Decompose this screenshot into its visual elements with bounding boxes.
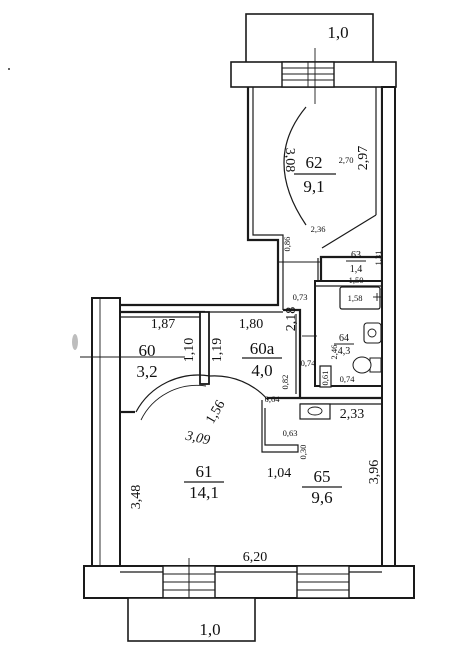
dim-3-08: 3,08: [282, 148, 297, 173]
balcony-bottom-label: 1,0: [199, 620, 220, 639]
dim-3-96: 3,96: [367, 460, 382, 485]
room-area: 1,4: [350, 264, 363, 275]
dim-0-64: 0,64: [265, 394, 281, 404]
wall-60a-right: [267, 308, 302, 400]
wall-63: [319, 255, 382, 281]
door-leaf-63: [321, 214, 377, 249]
dim-0-63: 0,63: [283, 428, 298, 438]
top-window: [281, 61, 335, 88]
room-number: 65: [314, 467, 331, 486]
box-061: [319, 365, 332, 388]
dim-1-56: 1,56: [203, 398, 228, 427]
wall-62-left: [120, 87, 280, 307]
arch-61-inner: [140, 384, 207, 421]
room-area: 9,1: [303, 177, 324, 196]
room-area: 3,2: [136, 362, 157, 381]
partition-60-60a: [199, 311, 210, 385]
dim-1-80: 1,80: [239, 317, 264, 332]
wall-61-65-stub: [261, 400, 299, 453]
dim-1-10: 1,10: [182, 338, 197, 363]
kitchen-sink: [299, 403, 331, 420]
dim-6-20: 6,20: [243, 550, 268, 565]
dim-2-46: 2,46: [329, 345, 339, 360]
room-60: 60 3,2: [136, 341, 157, 381]
room-number: 63: [351, 250, 361, 261]
room-61: 61 14,1: [184, 462, 224, 502]
dim-1-19: 1,19: [210, 338, 225, 363]
arch-61-right: [209, 375, 269, 401]
bottom-window-right: [296, 565, 350, 599]
dim-2-97: 2,97: [356, 146, 371, 171]
door-arc-62: [283, 106, 307, 226]
room-62: 62 9,1: [294, 153, 336, 196]
sink-64: [363, 322, 382, 344]
room-number: 60а: [250, 339, 275, 358]
dim-0-86: 0,86: [282, 237, 292, 252]
wall-bottom: [83, 565, 415, 599]
room-number: 61: [196, 462, 213, 481]
balcony-top-label: 1,0: [327, 23, 348, 42]
dim-1-58: 1,58: [348, 293, 363, 303]
room-area: 9,6: [311, 488, 332, 507]
room-number: 64: [339, 333, 349, 344]
dim-3-09: 3,09: [183, 428, 211, 448]
room-65: 65 9,6: [302, 467, 342, 507]
room-number: 60: [139, 341, 156, 360]
dim-0-74-a: 0,74: [301, 358, 317, 368]
wall-62-left-inner: [252, 87, 284, 310]
dim-2-70: 2,70: [339, 155, 354, 165]
dim-0-82: 0,82: [280, 375, 290, 390]
dim-1-31: 1,31: [373, 251, 383, 266]
dim-0-61: 0,61: [320, 371, 330, 386]
balcony-bottom: [127, 597, 256, 642]
room-area: 4,3: [338, 346, 351, 357]
toilet: [352, 356, 382, 374]
scan-smudge: [72, 334, 78, 350]
room-63: 63 1,4: [346, 250, 366, 275]
room-area: 14,1: [189, 483, 219, 502]
bathtub: [339, 286, 381, 310]
dim-1-04: 1,04: [267, 466, 292, 481]
room-64: 64 4,3: [334, 333, 354, 357]
room-area: 4,0: [251, 361, 272, 380]
dim-0-73: 0,73: [293, 292, 308, 302]
dim-1-50: 1,50: [349, 275, 364, 285]
dim-2-36: 2,36: [311, 224, 326, 234]
dim-2-33: 2,33: [340, 407, 365, 422]
arch-61: [135, 374, 211, 413]
bathroom-block: [314, 280, 383, 387]
dim-0-30: 0,30: [298, 445, 308, 460]
wall-right: [381, 86, 396, 572]
stray-dot: [8, 68, 10, 70]
dim-2-18: 2,18: [284, 307, 299, 332]
room-60a: 60а 4,0: [242, 339, 282, 380]
dim-3-48: 3,48: [129, 485, 144, 510]
balcony-top: [245, 13, 374, 65]
dim-0-74-b: 0,74: [340, 374, 356, 384]
wall-left: [91, 297, 121, 584]
room-number: 62: [306, 153, 323, 172]
dim-1-87: 1,87: [151, 317, 176, 332]
